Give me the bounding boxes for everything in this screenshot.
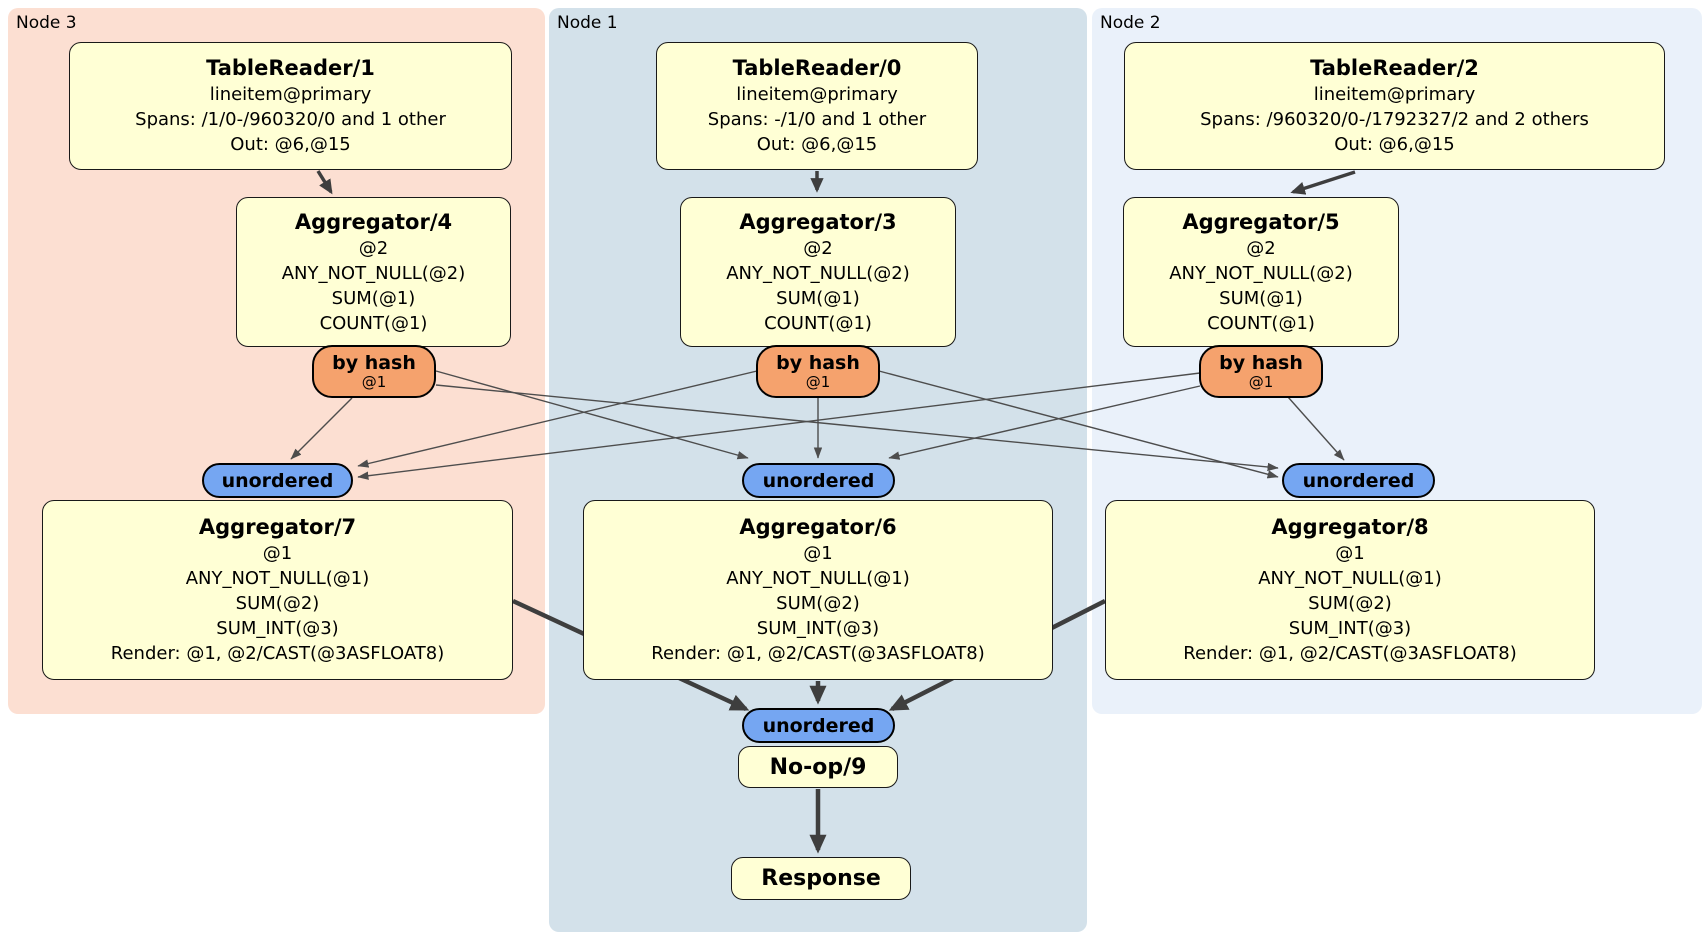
processor-index: lineitem@primary [209, 84, 372, 105]
processor-aggregator-8: Aggregator/8 @1 ANY_NOT_NULL(@1) SUM(@2)… [1105, 500, 1595, 680]
edge-byhash5-unordered8 [1287, 396, 1345, 461]
router-by-hash-4: by hash @1 [312, 345, 436, 398]
processor-tablereader-0: TableReader/0 lineitem@primary Spans: -/… [656, 42, 978, 170]
processor-spans: Spans: /1/0-/960320/0 and 1 other [135, 109, 446, 130]
processor-title: Aggregator/4 [294, 209, 453, 234]
processor-tablereader-1: TableReader/1 lineitem@primary Spans: /1… [69, 42, 512, 170]
edge-byhash4-unordered8 [435, 384, 1279, 472]
edge-byhash3-unordered7 [357, 370, 758, 468]
processor-render: Render: @1, @2/CAST(@3ASFLOAT8) [1183, 643, 1517, 664]
processor-render: Render: @1, @2/CAST(@3ASFLOAT8) [110, 643, 445, 664]
edge-tablereader1-aggregator4 [316, 170, 333, 195]
router-columns: @1 [1248, 373, 1274, 391]
processor-title: Aggregator/6 [739, 515, 897, 539]
processor-title: Response [761, 866, 881, 891]
processor-aggregator-3: Aggregator/3 @2 ANY_NOT_NULL(@2) SUM(@1)… [680, 197, 956, 347]
processor-title: Aggregator/7 [198, 515, 357, 539]
processor-spans: Spans: /960320/0-/1792327/2 and 2 others [1200, 109, 1589, 130]
router-columns: @1 [361, 373, 387, 391]
sync-unordered-9: unordered [742, 708, 895, 743]
sync-unordered-6: unordered [742, 463, 895, 498]
processor-aggregator-7: Aggregator/7 @1 ANY_NOT_NULL(@1) SUM(@2)… [42, 500, 513, 680]
processor-noop-9: No-op/9 [738, 746, 898, 788]
edge-byhash5-unordered7 [357, 372, 1201, 480]
processor-out: Out: @6,@15 [756, 134, 878, 155]
processor-title: No-op/9 [769, 754, 867, 780]
processor-index: lineitem@primary [1313, 84, 1476, 105]
region-node-3-label: Node 3 [16, 13, 77, 33]
router-columns: @1 [805, 373, 831, 391]
processor-out: Out: @6,@15 [1334, 134, 1455, 155]
processor-title: TableReader/1 [206, 56, 375, 80]
processor-aggregator-6: Aggregator/6 @1 ANY_NOT_NULL(@1) SUM(@2)… [583, 500, 1053, 680]
processor-aggregator-5: Aggregator/5 @2 ANY_NOT_NULL(@2) SUM(@1)… [1123, 197, 1399, 347]
router-by-hash-5: by hash @1 [1199, 345, 1323, 398]
processor-spans: Spans: -/1/0 and 1 other [707, 109, 927, 130]
processor-tablereader-2: TableReader/2 lineitem@primary Spans: /9… [1124, 42, 1665, 170]
edge-byhash5-unordered6 [888, 385, 1201, 460]
sync-unordered-8: unordered [1282, 463, 1435, 498]
processor-title: TableReader/2 [1310, 56, 1479, 80]
edge-tablereader2-aggregator5 [1290, 170, 1356, 195]
router-by-hash-3: by hash @1 [756, 345, 880, 398]
processor-title: Aggregator/5 [1182, 209, 1340, 234]
processor-title: Aggregator/8 [1271, 515, 1429, 539]
edge-byhash3-unordered8 [878, 370, 1279, 479]
processor-out: Out: @6,@15 [230, 134, 351, 155]
router-label: by hash [332, 352, 416, 374]
processor-index: lineitem@primary [736, 84, 898, 105]
sync-unordered-7: unordered [202, 463, 353, 498]
processor-title: TableReader/0 [732, 56, 902, 80]
router-label: by hash [1219, 352, 1303, 374]
region-node-1-label: Node 1 [557, 13, 618, 33]
processor-render: Render: @1, @2/CAST(@3ASFLOAT8) [651, 643, 985, 664]
region-node-2-label: Node 2 [1100, 13, 1161, 33]
edge-byhash4-unordered7 [290, 397, 353, 460]
processor-aggregator-4: Aggregator/4 @2 ANY_NOT_NULL(@2) SUM(@1)… [236, 197, 511, 347]
processor-title: Aggregator/3 [739, 209, 897, 234]
response-node: Response [731, 857, 911, 900]
router-label: by hash [776, 352, 860, 374]
edge-byhash4-unordered6 [435, 370, 749, 460]
